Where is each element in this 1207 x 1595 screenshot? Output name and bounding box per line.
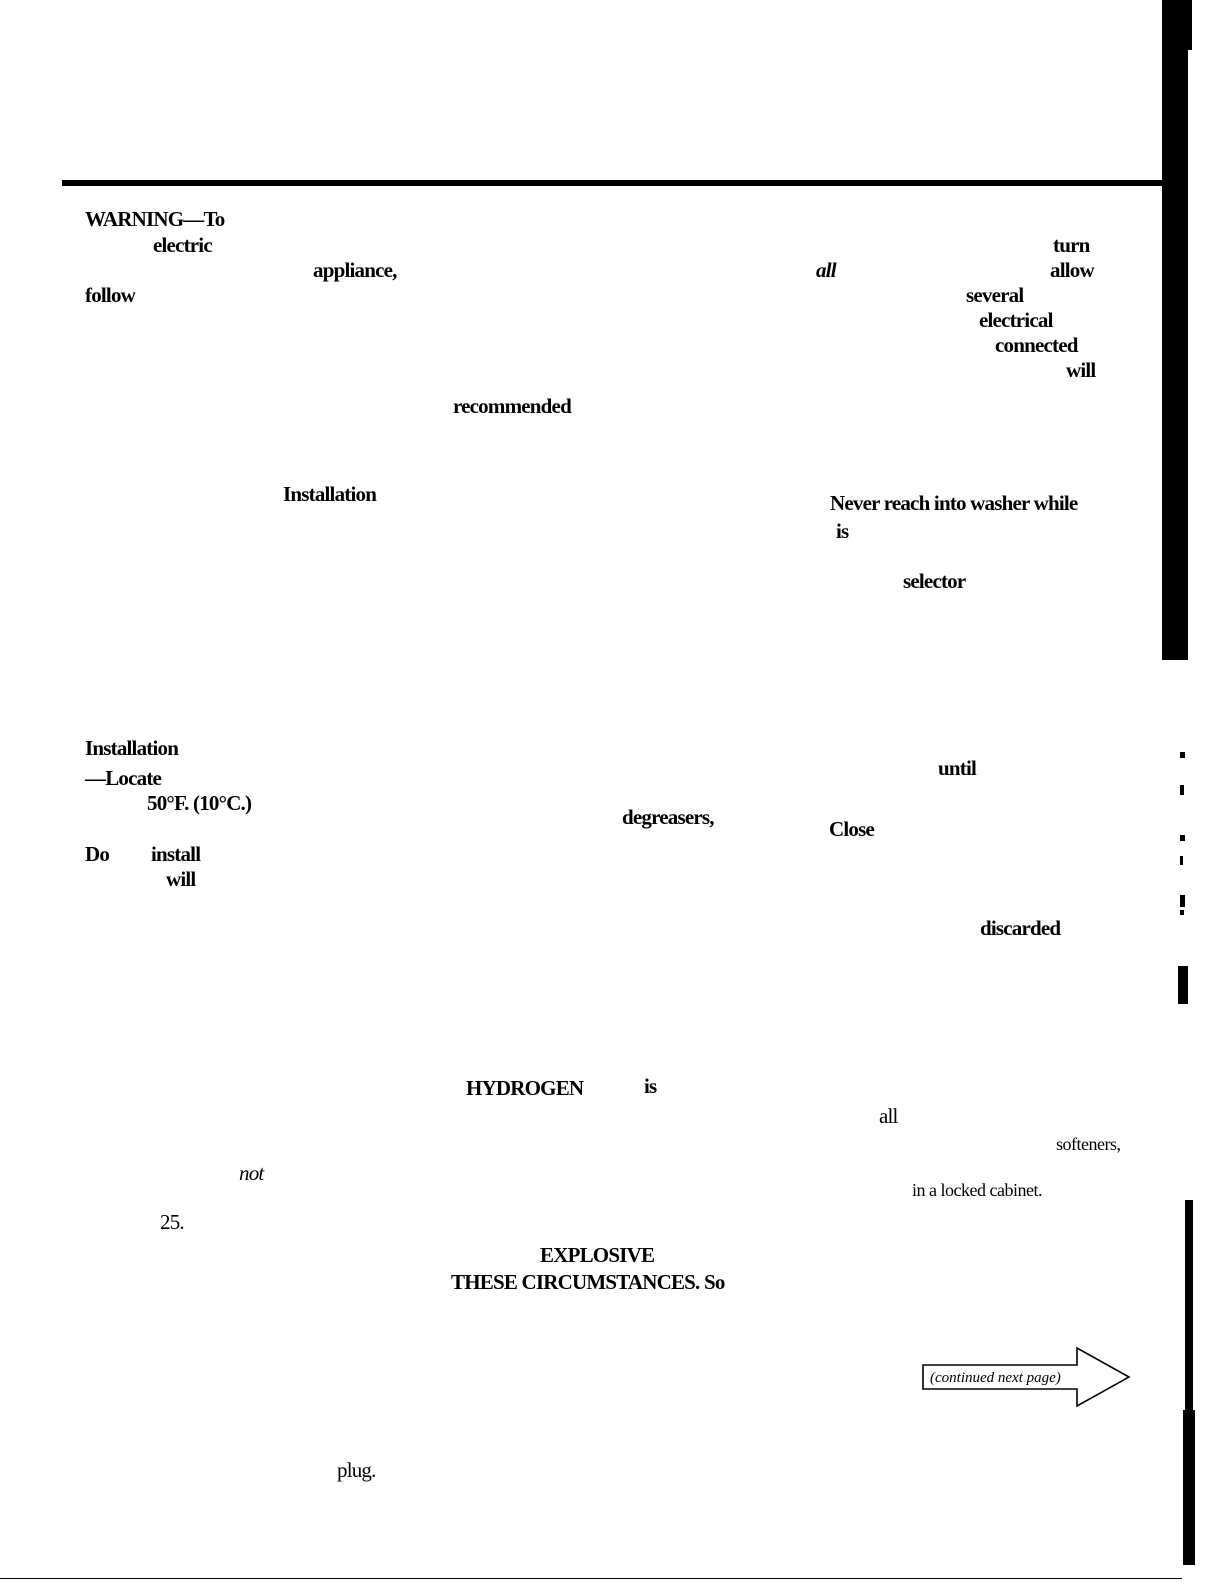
continued-next-page-label: (continued next page) (930, 1370, 1061, 1386)
text-fragment: Do (85, 842, 110, 866)
header-rule (62, 180, 1167, 186)
text-fragment: THESE CIRCUMSTANCES. So (451, 1270, 725, 1294)
binding-bar-top (1162, 0, 1188, 660)
text-fragment: plug. (337, 1458, 376, 1482)
text-fragment: allow (1050, 258, 1095, 282)
text-fragment: not (239, 1161, 264, 1185)
scan-mark (1181, 645, 1184, 653)
binding-bar-top-notch (1188, 0, 1192, 50)
text-fragment: until (938, 756, 977, 780)
scan-mark (1181, 588, 1185, 596)
text-fragment: Never reach into washer while (830, 491, 1078, 515)
text-fragment: Installation (283, 482, 377, 506)
binding-bar-low (1183, 1410, 1195, 1565)
text-fragment: all (879, 1104, 898, 1128)
binding-bar-mid (1185, 1200, 1193, 1530)
scan-mark (1180, 835, 1185, 841)
text-fragment: discarded (980, 916, 1061, 940)
text-fragment: Close (829, 817, 875, 841)
text-fragment: turn (1053, 233, 1090, 257)
text-fragment: will (166, 867, 196, 891)
continued-arrow-icon (922, 1346, 1131, 1408)
text-fragment: is (644, 1074, 657, 1098)
scan-mark (1181, 468, 1186, 524)
text-fragment: Installation (85, 736, 179, 760)
text-fragment: several (966, 283, 1024, 307)
text-fragment: WARNING—To (85, 207, 225, 231)
footer-rule (0, 1578, 1182, 1579)
text-fragment: connected (995, 333, 1078, 357)
text-fragment: is (836, 519, 849, 543)
text-fragment: all (816, 258, 837, 282)
text-fragment: install (151, 842, 201, 866)
scan-mark (1181, 560, 1185, 568)
scan-mark (1180, 895, 1185, 907)
text-fragment: softeners, (1056, 1134, 1121, 1154)
text-fragment: 25. (160, 1210, 185, 1234)
scan-mark (1181, 540, 1185, 546)
text-fragment: recommended (453, 394, 572, 418)
scan-mark (1180, 752, 1185, 758)
scan-mark (1180, 910, 1184, 915)
text-fragment: —Locate (85, 766, 162, 790)
text-fragment: electric (153, 233, 213, 257)
scan-mark (1181, 611, 1185, 619)
text-fragment: appliance, (313, 258, 397, 282)
text-fragment: 50°F. (10°C.) (147, 791, 252, 815)
text-fragment: follow (85, 283, 136, 307)
scan-mark (1178, 966, 1188, 1004)
scan-mark (1180, 785, 1184, 795)
text-fragment: selector (903, 569, 966, 593)
text-fragment: electrical (979, 308, 1053, 332)
text-fragment: will (1066, 358, 1096, 382)
text-fragment: HYDROGEN (466, 1076, 584, 1100)
text-fragment: in a locked cabinet. (912, 1180, 1042, 1200)
text-fragment: EXPLOSIVE (540, 1243, 655, 1267)
scan-mark (1180, 856, 1183, 865)
text-fragment: degreasers, (622, 805, 715, 829)
